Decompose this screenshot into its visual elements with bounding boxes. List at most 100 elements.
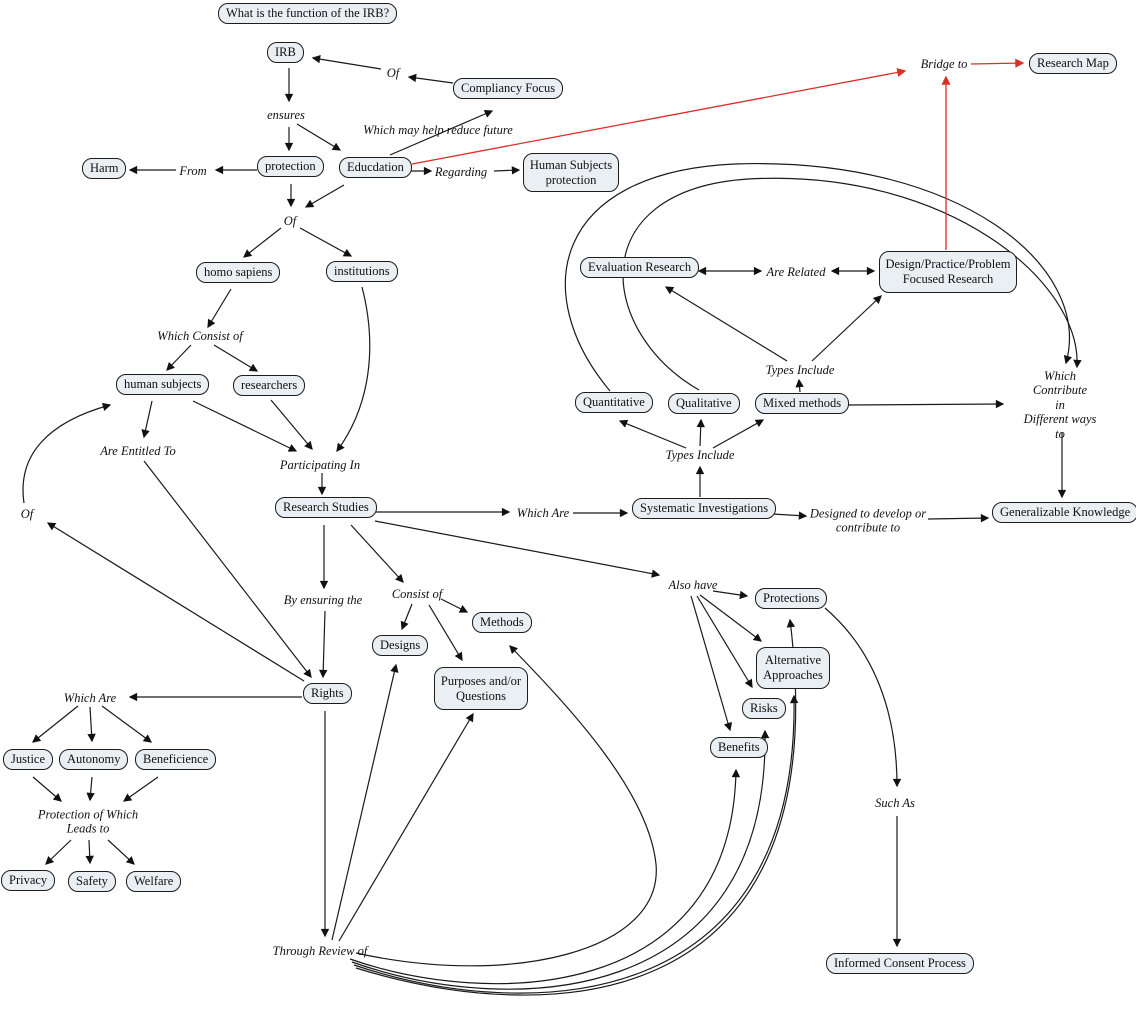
edge-researchstudies-consistof (350, 524, 404, 583)
node-privacy[interactable]: Privacy (1, 870, 56, 891)
edge-ensures-educdation (296, 123, 342, 151)
label-types-include-upper[interactable]: Types Include (765, 362, 835, 377)
node-informed-consent-process[interactable]: Informed Consent Process (826, 953, 974, 974)
node-mixed-methods[interactable]: Mixed methods (755, 393, 850, 414)
label-by-ensuring-the[interactable]: By ensuring the (283, 592, 363, 607)
node-quantitative[interactable]: Quantitative (575, 392, 653, 413)
node-designs[interactable]: Designs (372, 635, 429, 656)
node-risks[interactable]: Risks (742, 698, 786, 719)
label-designed-to-develop[interactable]: Designed to develop or contribute to (809, 506, 927, 535)
node-qualitative[interactable]: Qualitative (668, 393, 740, 414)
label-which-contribute[interactable]: Which Contribute in Different ways to (1023, 369, 1097, 441)
node-research-map[interactable]: Research Map (1029, 53, 1117, 74)
label-of-top[interactable]: Of (386, 65, 400, 80)
label-which-are-left[interactable]: Which Are (63, 690, 117, 705)
label-types-include-lower[interactable]: Types Include (665, 447, 735, 462)
node-evaluation-research[interactable]: Evaluation Research (580, 257, 700, 278)
edge-typesinclude-design (811, 295, 882, 362)
edge-alsohave-altapproaches (699, 594, 763, 642)
label-which-may-help[interactable]: Which may help reduce future (363, 122, 513, 137)
edge-throughreview-risks (351, 729, 770, 990)
node-rights[interactable]: Rights (303, 683, 352, 704)
node-educdation[interactable]: Educdation (339, 157, 412, 178)
node-welfare[interactable]: Welfare (126, 871, 182, 892)
edge-throughreview-methods (355, 645, 657, 967)
label-from[interactable]: From (179, 163, 207, 178)
edge-justice-protwhich (32, 776, 62, 802)
node-design-research[interactable]: Design/Practice/Problem Focused Research (879, 251, 1017, 293)
edge-qualitative-whichcontribute (622, 177, 1082, 391)
node-benefits[interactable]: Benefits (710, 737, 768, 758)
edge-consistof-designs (400, 603, 413, 631)
node-harm[interactable]: Harm (82, 158, 127, 179)
node-safety[interactable]: Safety (68, 871, 116, 892)
edge-educdation-compliancy (389, 109, 494, 156)
edge-of-irb (311, 54, 382, 70)
node-protections[interactable]: Protections (755, 588, 828, 609)
edge-of-homo (243, 227, 282, 258)
node-generalizable-knowledge[interactable]: Generalizable Knowledge (992, 502, 1136, 523)
label-which-are-mid[interactable]: Which Are (516, 505, 570, 520)
edge-homo-whichconsist (207, 288, 232, 329)
edge-areentitled-rights (143, 460, 312, 678)
label-of-mid[interactable]: Of (283, 213, 297, 228)
edge-throughreview-purposes (338, 712, 474, 942)
node-researchers[interactable]: researchers (233, 375, 306, 396)
edge-throughreview-protections (355, 618, 797, 996)
node-human-subjects[interactable]: human subjects (116, 374, 210, 395)
edge-designed-generalizable (927, 513, 990, 523)
edge-researchers-participating (270, 399, 313, 450)
label-participating-in[interactable]: Participating In (279, 457, 361, 472)
edge-whichconsist-researchers (213, 344, 259, 372)
label-which-consist-of[interactable]: Which Consist of (157, 328, 243, 343)
edge-quantitative-whichcontribute (564, 163, 1072, 392)
node-methods[interactable]: Methods (472, 612, 532, 633)
node-institutions[interactable]: institutions (326, 261, 398, 282)
node-homo-sapiens[interactable]: homo sapiens (196, 262, 281, 283)
node-beneficience[interactable]: Beneficience (135, 749, 217, 770)
edge-humansubjects-areentitled (141, 400, 153, 439)
edge-alsohave-protections (712, 590, 749, 600)
label-such-as[interactable]: Such As (875, 795, 915, 810)
edge-typesinclude-mixed (712, 419, 765, 449)
node-autonomy[interactable]: Autonomy (59, 749, 129, 770)
label-are-entitled-to[interactable]: Are Entitled To (100, 443, 176, 458)
edge-alsohave-risks (696, 595, 753, 689)
label-regarding[interactable]: Regarding (434, 164, 488, 179)
node-human-subjects-protection[interactable]: Human Subjects protection (523, 153, 619, 192)
edge-systematic-designed (771, 511, 808, 520)
label-ensures[interactable]: ensures (267, 107, 305, 122)
label-consist-of[interactable]: Consist of (391, 586, 443, 601)
label-also-have[interactable]: Also have (668, 577, 718, 592)
edge-typesinclude-quantitative (618, 419, 687, 449)
edge-humansubjects-participating (192, 400, 298, 452)
edge-whichare-justice (32, 705, 79, 743)
edge-beneficience-protwhich (122, 776, 159, 802)
edge-protwhich-welfare (107, 839, 135, 865)
node-question[interactable]: What is the function of the IRB? (218, 3, 398, 24)
node-purposes-questions[interactable]: Purposes and/or Questions (434, 667, 528, 710)
edge-regarding-hsprotection (493, 166, 521, 175)
node-protection[interactable]: protection (257, 156, 324, 177)
edge-byensuring-rights (319, 610, 328, 679)
node-justice[interactable]: Justice (3, 749, 54, 770)
node-compliancy-focus[interactable]: Compliancy Focus (453, 78, 564, 99)
label-bridge-to[interactable]: Bridge to (920, 56, 968, 71)
edge-bridgeto-researchmap-red (970, 58, 1025, 68)
edge-autonomy-protwhich (86, 776, 95, 802)
node-research-studies[interactable]: Research Studies (275, 497, 377, 518)
edge-typesinclude-qualitative (696, 418, 705, 447)
edge-protections-suchas (824, 607, 902, 788)
label-through-review-of[interactable]: Through Review of (272, 943, 368, 958)
node-systematic-investigations[interactable]: Systematic Investigations (632, 498, 777, 519)
label-are-related[interactable]: Are Related (766, 264, 826, 279)
label-of-left[interactable]: Of (20, 506, 34, 521)
node-alternative-approaches[interactable]: Alternative Approaches (756, 647, 830, 689)
edge-protwhich-safety (85, 839, 94, 865)
label-protection-of-which[interactable]: Protection of Which Leads to (37, 807, 139, 836)
edge-throughreview-altapproaches (353, 694, 799, 994)
node-irb[interactable]: IRB (267, 42, 304, 63)
edge-throughreview-designs (331, 663, 399, 941)
edge-consistof-methods (440, 598, 469, 613)
edge-throughreview-benefits (349, 768, 741, 985)
